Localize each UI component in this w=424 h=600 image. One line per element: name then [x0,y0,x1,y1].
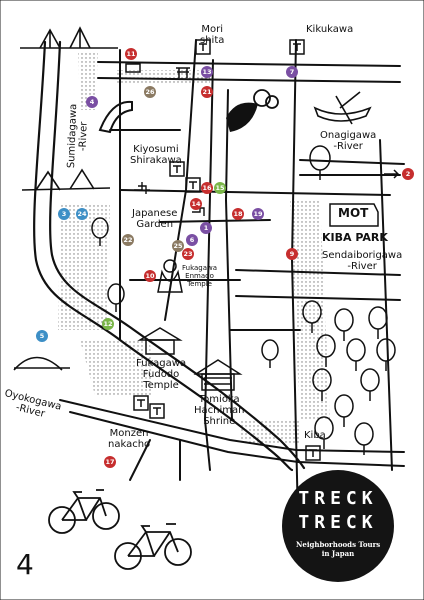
river-sumidagawa: Sumidagawa -River [66,103,90,169]
mot-box [329,203,379,227]
pin-15[interactable]: 15 [214,182,226,194]
pin-6[interactable]: 6 [186,234,198,246]
treck-treck-logo: TRECK TRECK Neighborhoods Tours in Japan [282,470,394,582]
pin-22[interactable]: 22 [122,234,134,246]
pin-10[interactable]: 10 [144,270,156,282]
place-fudodo-temple: Fukagawa Fudodo Temple [136,358,187,391]
station-kiyosumi-shirakawa: Kiyosumi Shirakawa [130,144,182,166]
pin-18[interactable]: 18 [232,208,244,220]
brand-line-1: TRECK [298,488,378,509]
river-sendaiborigawa: Sendaiborigawa -River [322,250,403,272]
river-onagigawa: Onagigawa -River [320,130,377,152]
pin-1[interactable]: 1 [200,222,212,234]
pin-26[interactable]: 26 [144,86,156,98]
onagigawa-area [313,91,372,125]
pin-12[interactable]: 12 [102,318,114,330]
station-morishita: Mori shita [200,24,225,46]
page-number: 4 [16,548,34,581]
pin-23[interactable]: 23 [182,248,194,260]
brand-tagline: Neighborhoods Tours in Japan [296,540,381,558]
torii-icons [125,63,190,78]
place-mot: MOT [338,206,369,220]
pin-2[interactable]: 2 [402,168,414,180]
arrow-east-icon [384,169,400,179]
place-hachiman-shrine: Tomioka Hachiman Shrine [194,394,245,427]
pin-25[interactable]: 25 [172,240,184,252]
pin-17[interactable]: 17 [104,456,116,468]
enmado-statue [157,259,183,293]
leaf-icon [226,89,279,132]
place-japanese-garden: Japanese Garden [132,208,178,230]
pin-11[interactable]: 11 [125,48,137,60]
pin-14[interactable]: 14 [190,198,202,210]
place-enmado-temple: Fukagawa Enmado Temple [182,264,218,288]
pin-7[interactable]: 7 [286,66,298,78]
pin-21[interactable]: 21 [201,86,213,98]
tunnel-icon [98,100,133,134]
bridges [13,26,118,371]
station-kikukawa: Kikukawa [306,24,354,35]
station-signs [133,39,321,461]
brand-line-2: TRECK [298,512,378,533]
pin-24[interactable]: 24 [76,208,88,220]
park-trees [91,145,396,455]
bicycles [48,489,192,570]
pin-3[interactable]: 3 [58,208,70,220]
temple-buildings [137,327,243,391]
roads [59,39,405,521]
pin-4[interactable]: 4 [86,96,98,108]
station-kiba: Kiba [304,430,326,441]
pin-13[interactable]: 13 [201,66,213,78]
pin-16[interactable]: 16 [201,182,213,194]
pin-19[interactable]: 19 [252,208,264,220]
place-kiba-park: KIBA PARK [322,231,388,244]
pin-5[interactable]: 5 [36,330,48,342]
pin-9[interactable]: 9 [286,248,298,260]
station-monzen-nakacho: Monzen nakacho [108,428,151,450]
